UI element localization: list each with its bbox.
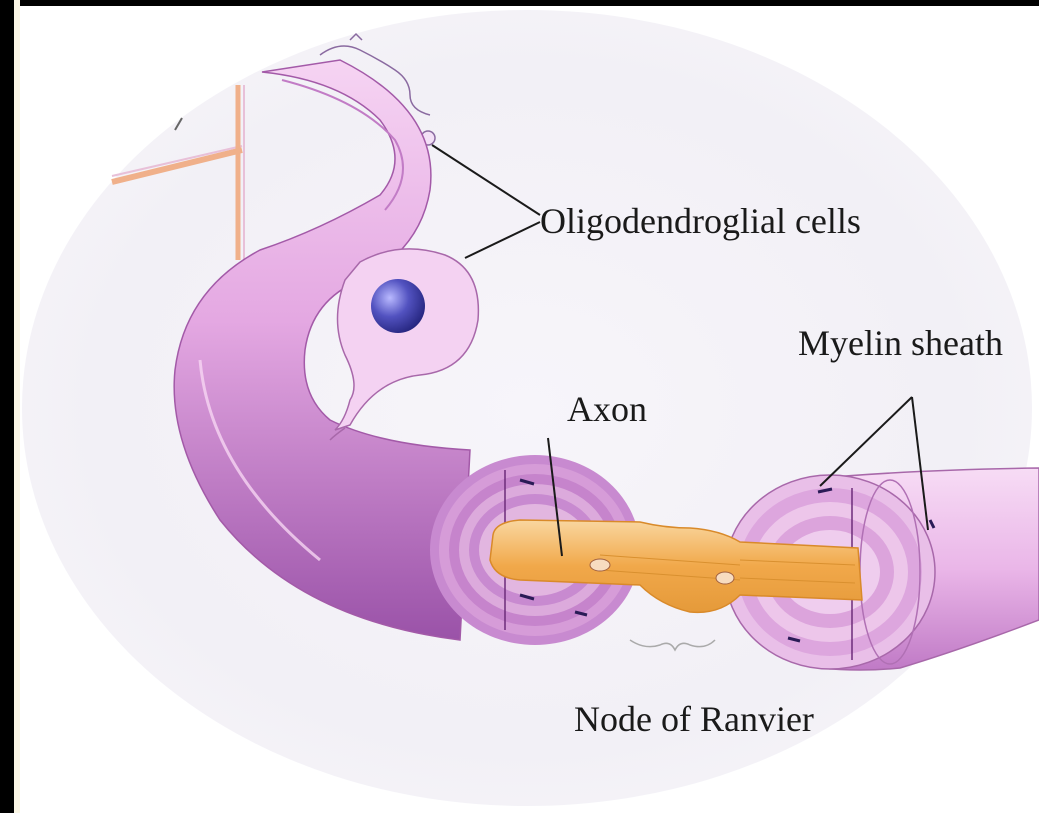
label-myelin-sheath: Myelin sheath [798, 325, 1003, 361]
oligodendrocyte-cell-body-icon [335, 249, 478, 430]
label-axon: Axon [567, 391, 647, 427]
background-fibers [112, 85, 244, 260]
node-gap-icon [630, 640, 715, 650]
label-oligodendroglial-cells: Oligodendroglial cells [540, 203, 861, 239]
nucleus-icon [371, 279, 425, 333]
label-node-of-ranvier: Node of Ranvier [574, 701, 814, 737]
